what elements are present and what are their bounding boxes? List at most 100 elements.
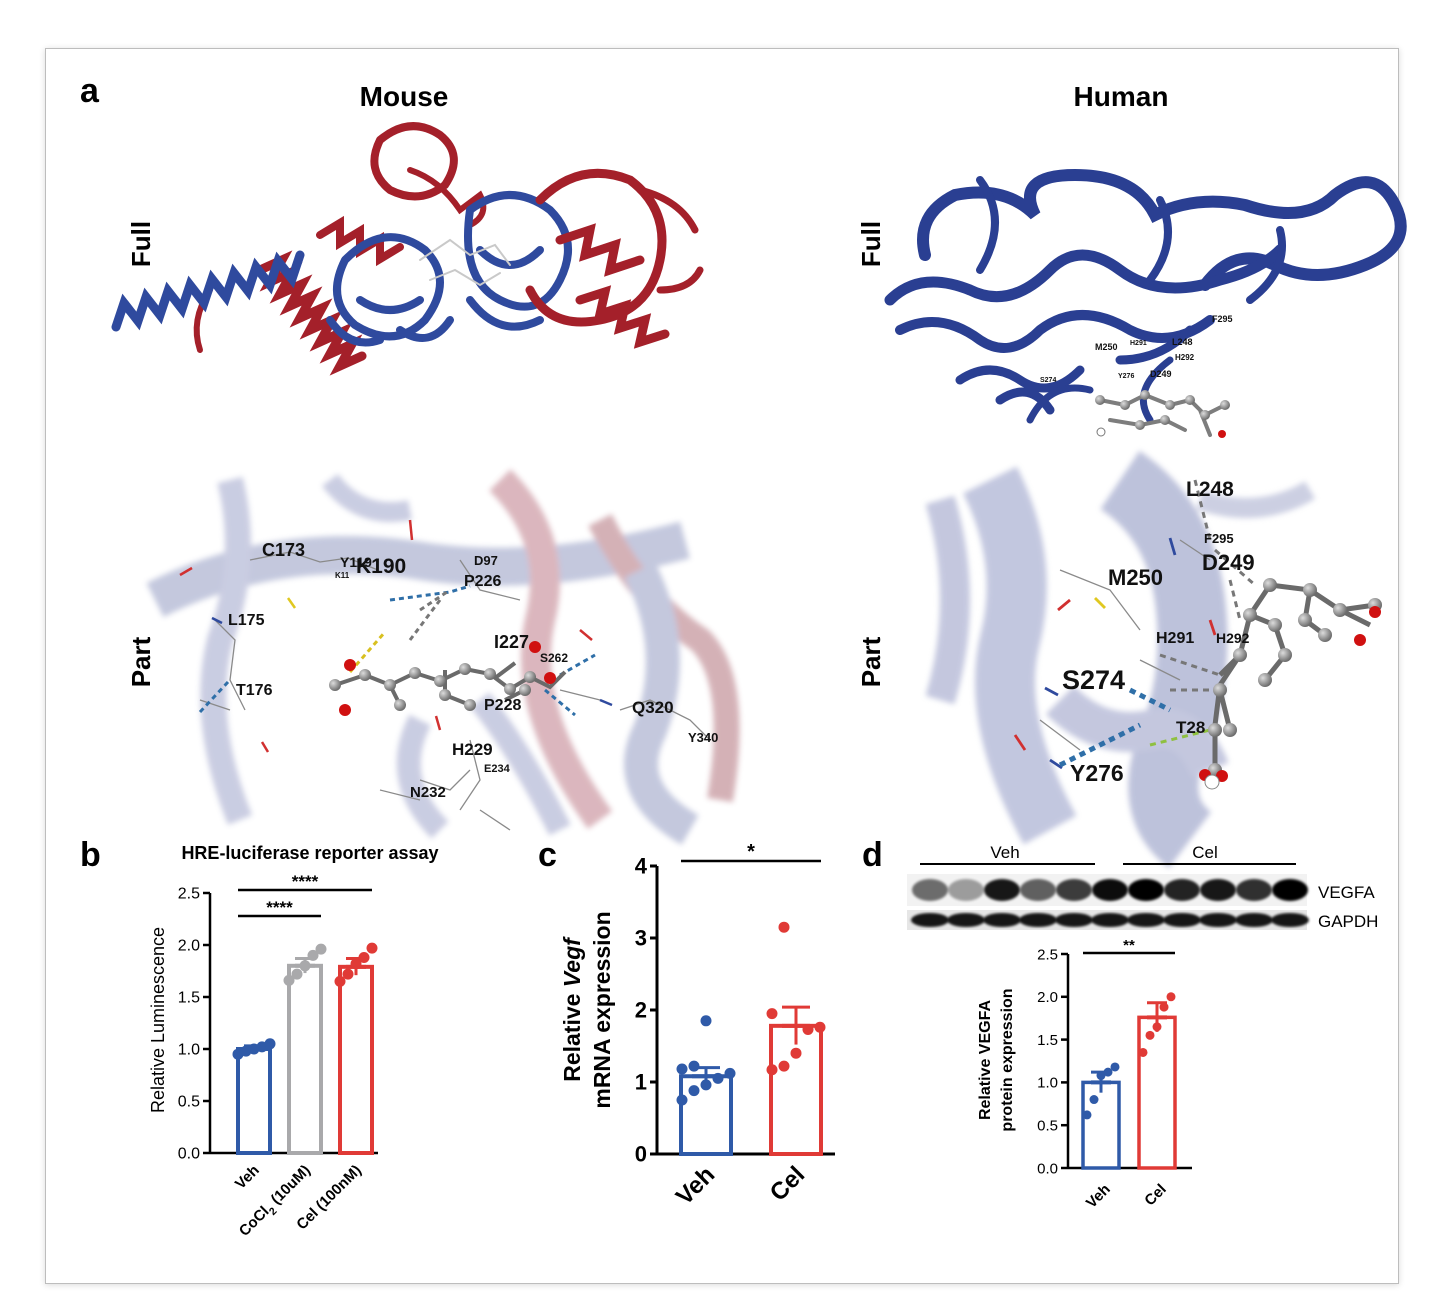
y-tick-label: 1 xyxy=(635,1070,647,1095)
y-tick-label: 2.0 xyxy=(1037,989,1058,1006)
gapdh-band xyxy=(1127,913,1165,927)
data-point xyxy=(1103,1067,1113,1077)
hp-res-y276: Y276 xyxy=(1070,760,1124,786)
bar xyxy=(769,1023,823,1156)
data-point xyxy=(1082,1110,1092,1120)
vegfa-band xyxy=(1020,879,1056,901)
vegfa-band xyxy=(1236,879,1272,901)
western-blot: Veh Cel VEGFA GAPDH xyxy=(907,843,1378,931)
panel-b-letter: b xyxy=(80,836,101,874)
human-title: Human xyxy=(1074,81,1169,112)
res-q320: Q320 xyxy=(632,698,674,717)
hp-res-h292: H292 xyxy=(1216,630,1250,646)
data-point xyxy=(264,1038,276,1050)
x-tick-label: Veh xyxy=(671,1161,720,1210)
data-point xyxy=(342,968,354,980)
data-point xyxy=(334,975,346,987)
data-point xyxy=(350,958,362,970)
data-point xyxy=(700,1079,712,1091)
vegfa-label: VEGFA xyxy=(1318,883,1375,902)
hf-res-l248: L248 xyxy=(1172,337,1193,347)
res-d97: D97 xyxy=(474,553,498,568)
res-t176: T176 xyxy=(236,682,273,699)
hp-res-s274: S274 xyxy=(1062,665,1125,695)
res-p228: P228 xyxy=(484,697,521,714)
y-tick-label: 0.0 xyxy=(178,1146,200,1163)
bar xyxy=(1081,1080,1121,1170)
res-e234: E234 xyxy=(484,763,511,775)
hp-res-d249: D249 xyxy=(1202,550,1255,575)
mouse-full-structure xyxy=(111,122,704,376)
human-part-label: Part xyxy=(856,636,886,687)
significance-label: **** xyxy=(292,872,319,891)
data-point xyxy=(778,1060,790,1072)
data-point xyxy=(291,968,303,980)
hf-res-h292: H292 xyxy=(1175,353,1195,362)
data-point xyxy=(676,1063,688,1075)
data-point xyxy=(802,1023,814,1035)
gapdh-bands xyxy=(911,913,1309,927)
data-point xyxy=(724,1067,736,1079)
gapdh-band xyxy=(1199,913,1237,927)
x-tick-label: Cel xyxy=(765,1161,811,1207)
human-full-structure xyxy=(884,168,1407,438)
hf-res-m250: M250 xyxy=(1095,342,1118,352)
data-point xyxy=(1152,1022,1162,1032)
bar xyxy=(1137,1015,1177,1170)
significance-label: ** xyxy=(1123,937,1135,954)
res-n232: N232 xyxy=(410,784,446,801)
hp-res-l248: L248 xyxy=(1186,478,1234,501)
res-h229: H229 xyxy=(452,740,493,759)
y-tick-label: 0 xyxy=(635,1142,647,1167)
hp-res-m250: M250 xyxy=(1108,565,1163,590)
human-full-labels: F295 L248 M250 H291 H292 D249 S274 Y276 xyxy=(1040,314,1233,384)
data-point xyxy=(1089,1095,1099,1105)
res-c173: C173 xyxy=(262,540,305,560)
x-tick-label: Cel xyxy=(1141,1181,1170,1210)
res-k190: K190 xyxy=(356,555,406,578)
gapdh-band xyxy=(1019,913,1057,927)
y-tick-label: 1.0 xyxy=(178,1042,200,1059)
data-point xyxy=(712,1072,724,1084)
y-axis-title: Relative Luminescence xyxy=(148,927,168,1113)
hp-res-f295: F295 xyxy=(1204,531,1234,546)
gapdh-label: GAPDH xyxy=(1318,912,1378,931)
gapdh-band xyxy=(1271,913,1309,927)
res-y119: Y119 xyxy=(340,554,372,570)
vegfa-band xyxy=(1056,879,1092,901)
y-tick-label: 4 xyxy=(635,854,648,879)
data-point xyxy=(676,1094,688,1106)
vegfa-band xyxy=(948,879,984,901)
mouse-title: Mouse xyxy=(360,81,449,112)
vegfa-band xyxy=(1164,879,1200,901)
data-point xyxy=(1166,992,1176,1002)
data-point xyxy=(299,960,311,972)
data-point xyxy=(1110,1062,1120,1072)
data-point xyxy=(688,1085,700,1097)
bar xyxy=(287,963,323,1155)
hf-res-d249: D249 xyxy=(1150,369,1172,379)
mouse-part-label: Part xyxy=(126,636,156,687)
data-point xyxy=(1159,1002,1169,1012)
data-point xyxy=(766,1008,778,1020)
data-point xyxy=(688,1060,700,1072)
data-point xyxy=(315,943,327,955)
data-point xyxy=(283,974,295,986)
data-point xyxy=(778,921,790,933)
data-point xyxy=(790,1047,802,1059)
x-tick-label: Veh xyxy=(232,1162,263,1193)
gapdh-band xyxy=(1163,913,1201,927)
vegfa-band xyxy=(1128,879,1164,901)
mouse-part-structure: C173 Y119 K190 K11 D97 P226 L175 I227 S2… xyxy=(146,469,740,845)
gapdh-band xyxy=(1091,913,1129,927)
res-p226: P226 xyxy=(464,573,501,590)
data-point xyxy=(700,1015,712,1027)
significance-label: * xyxy=(747,841,755,863)
human-full-label: Full xyxy=(856,221,886,267)
mouse-ligand xyxy=(329,641,567,716)
res-y340: Y340 xyxy=(688,730,718,745)
mouse-full-label: Full xyxy=(126,221,156,267)
